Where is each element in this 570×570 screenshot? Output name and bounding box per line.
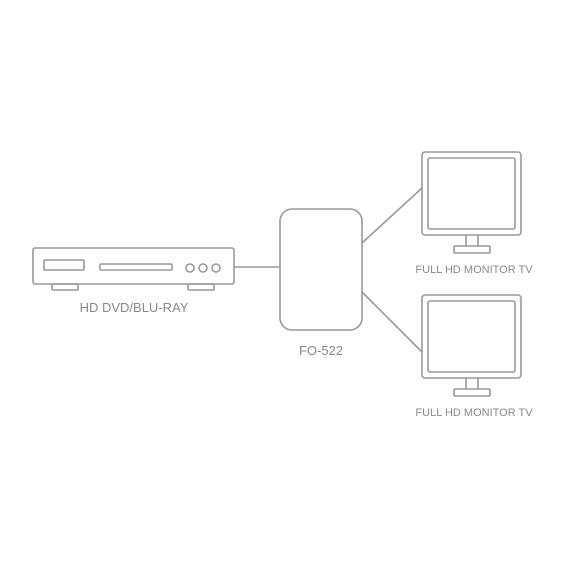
cable-splitter-to-display-1 [361, 187, 423, 244]
cable-splitter-to-display-2 [361, 291, 423, 353]
splitter-box-icon [279, 208, 363, 331]
display-1-label: FULL HD MONITOR TV [415, 264, 533, 276]
splitter-label: FO-522 [299, 343, 343, 358]
monitor-icon [421, 294, 522, 397]
dvd-player-icon [32, 247, 235, 291]
connections [234, 187, 423, 353]
display-2-label: FULL HD MONITOR TV [415, 407, 533, 419]
source-device-label: HD DVD/BLU-RAY [80, 300, 189, 315]
monitor-icon [421, 151, 522, 254]
